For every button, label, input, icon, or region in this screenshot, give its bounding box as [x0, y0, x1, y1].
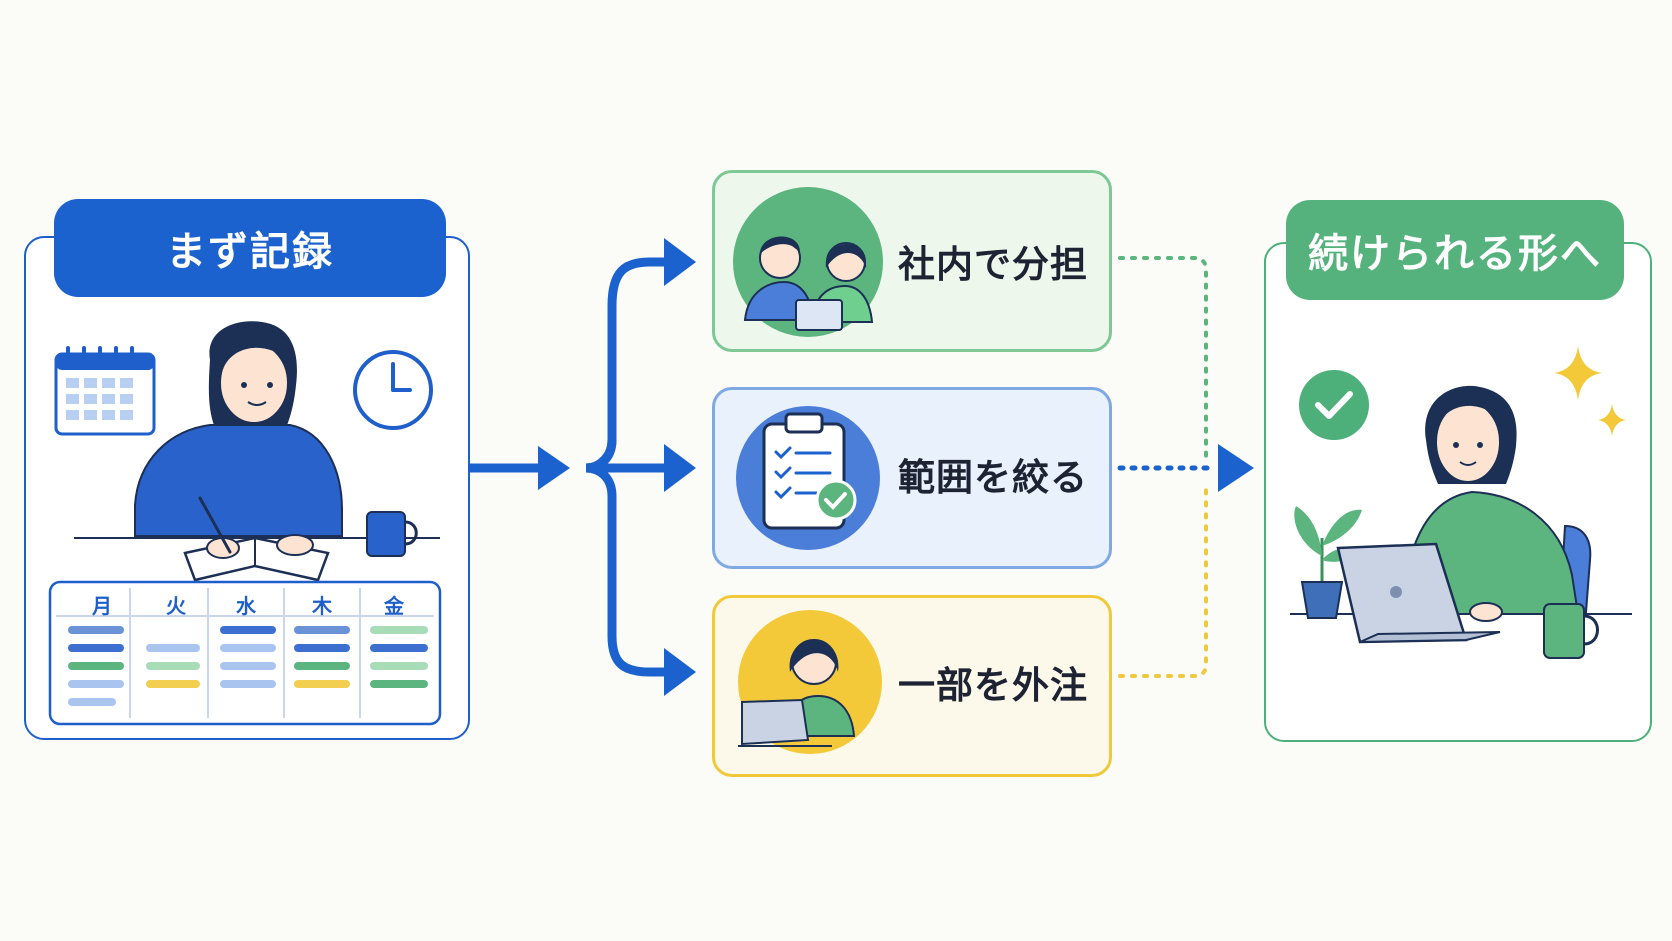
day-label-wed: 水: [236, 594, 256, 618]
branch-arrows: [470, 257, 668, 677]
arrowheads: [538, 238, 1254, 696]
dotted-line-outsource: [1118, 480, 1208, 678]
team-icon: [733, 187, 883, 337]
dotted-line-share: [1118, 256, 1208, 460]
clock-icon: [353, 350, 433, 430]
person-writing: [134, 321, 343, 582]
result-panel: [1264, 242, 1652, 742]
day-label-fri: 金: [384, 594, 404, 618]
option-label-narrow: 範囲を絞る: [898, 456, 1088, 499]
calendar-icon: [54, 346, 156, 436]
day-label-thu: 木: [312, 594, 332, 618]
result-title: 続けられる形へ: [1286, 200, 1624, 300]
check-circle-icon: [1299, 370, 1369, 440]
day-label-mon: 月: [92, 594, 112, 618]
mug-icon: [366, 511, 418, 557]
option-label-share: 社内で分担: [898, 243, 1088, 286]
freelancer-icon: [738, 610, 882, 754]
mug-icon-green: [1543, 603, 1599, 659]
day-label-tue: 火: [166, 594, 186, 618]
clipboard-checklist-icon: [736, 406, 880, 550]
option-label-outsource: 一部を外注: [898, 664, 1088, 707]
person-working: [1336, 385, 1580, 644]
sparkle-icon: [1554, 346, 1626, 436]
schedule-board: [48, 580, 442, 726]
start-title: まず記録: [54, 199, 446, 297]
